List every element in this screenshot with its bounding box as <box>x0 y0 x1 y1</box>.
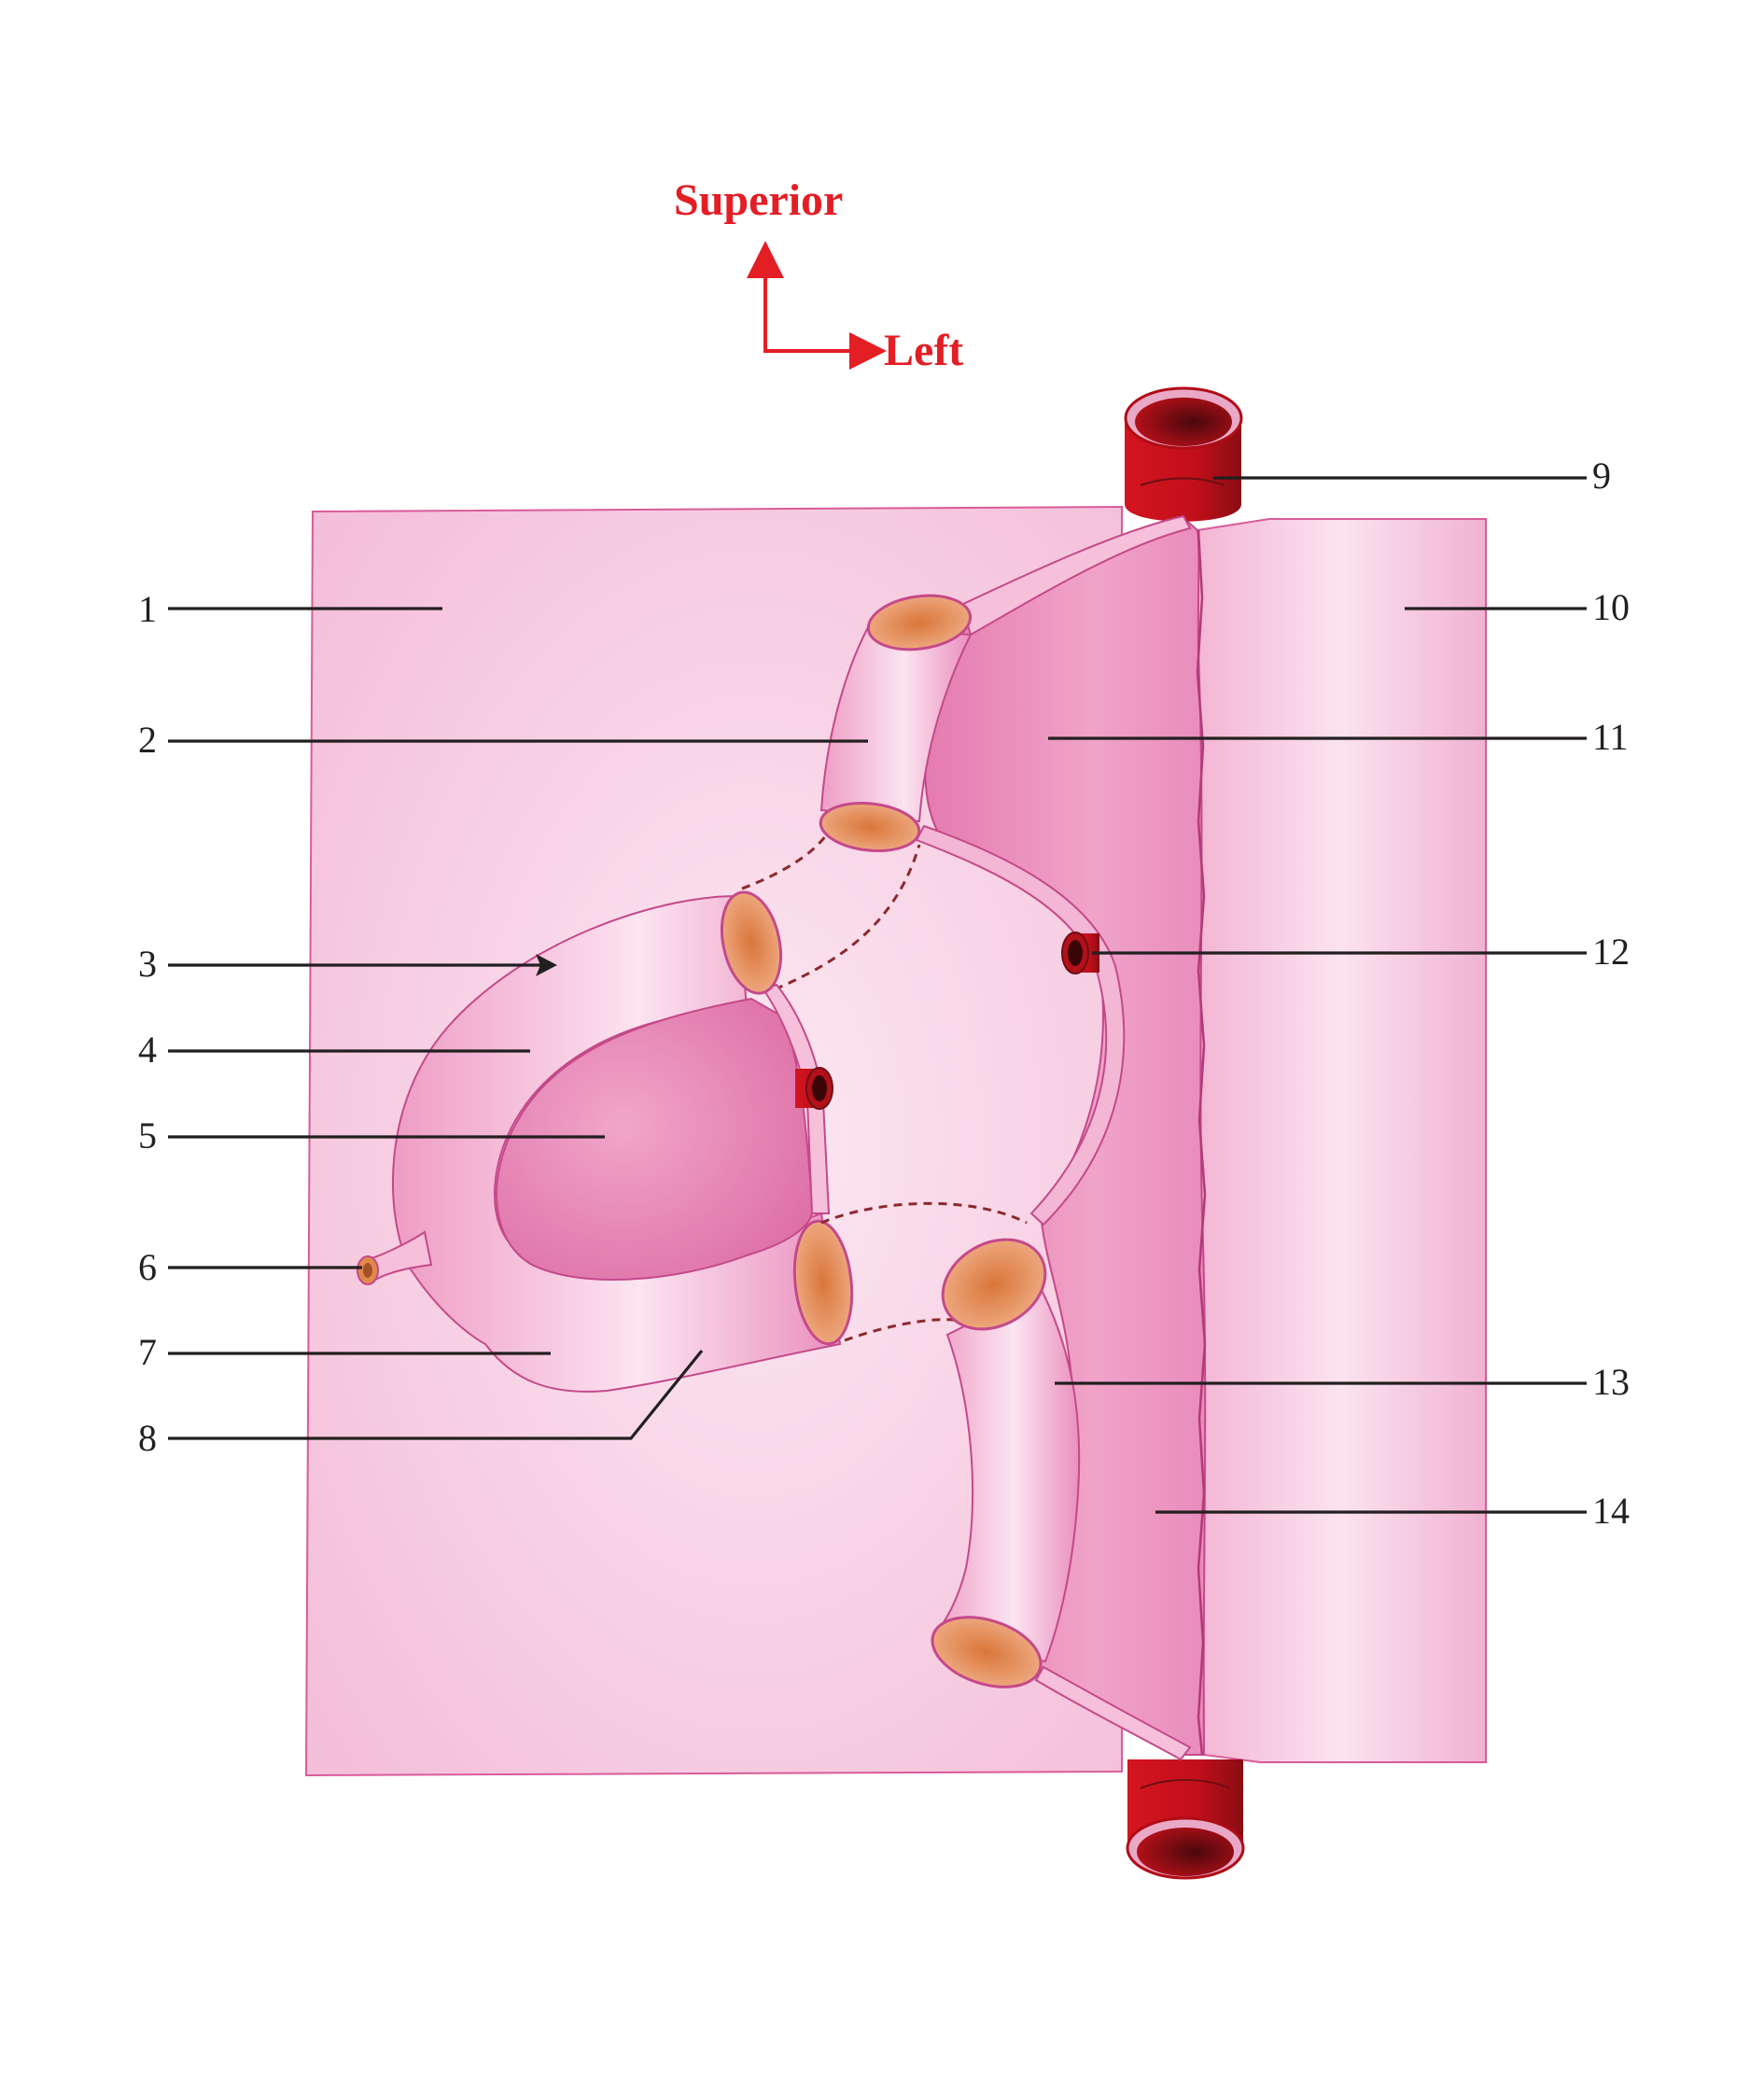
label-1: 1 <box>138 588 157 630</box>
dashed-continuity-lower-2 <box>844 1318 962 1342</box>
dashed-continuity-upper-1 <box>741 834 828 890</box>
lower-cut-top <box>941 1238 1047 1331</box>
label-14: 14 <box>1592 1490 1630 1532</box>
superior-label: Superior <box>674 175 843 225</box>
label-2: 2 <box>138 719 157 761</box>
bottom-vessel <box>1126 1759 1245 1880</box>
small-duct-6 <box>357 1230 433 1285</box>
top-vessel <box>1124 386 1243 522</box>
label-9: 9 <box>1592 455 1611 497</box>
label-3: 3 <box>138 943 157 985</box>
lower-mesentery-band <box>1034 1665 1192 1761</box>
leader-8 <box>168 1349 704 1440</box>
label-6: 6 <box>138 1246 157 1288</box>
label-7: 7 <box>138 1331 157 1373</box>
loop-tube <box>391 894 842 1393</box>
right-peritoneal-sheet <box>1196 518 1487 1763</box>
upper-cut-top <box>866 594 973 652</box>
lower-cut-bottom <box>931 1616 1043 1689</box>
upper-tube-segment <box>819 625 973 823</box>
small-vessel-inner <box>795 1067 833 1110</box>
small-vessel-12 <box>1061 932 1099 974</box>
torn-edge <box>1196 529 1207 1756</box>
loop-cut-top <box>721 890 782 995</box>
label-11: 11 <box>1592 716 1629 758</box>
orientation-indicator: Superior Left <box>674 175 963 375</box>
label-8: 8 <box>138 1417 157 1459</box>
mesenteric-stalk <box>915 824 1126 1226</box>
label-4: 4 <box>138 1029 157 1071</box>
loop-cut-bottom <box>792 1219 854 1346</box>
label-10: 10 <box>1592 586 1630 628</box>
upper-mesentery-band <box>959 514 1192 637</box>
label-12: 12 <box>1592 931 1630 973</box>
inner-stalk <box>762 983 831 1214</box>
dashed-continuity-upper-2 <box>774 844 921 991</box>
left-label: Left <box>884 326 963 375</box>
dashed-continuity-lower-1 <box>820 1201 1028 1225</box>
lower-tube-segment <box>931 1286 1081 1663</box>
upper-cut-bottom <box>819 802 921 852</box>
label-5: 5 <box>138 1114 157 1156</box>
leader-3-arrowhead <box>536 954 557 976</box>
label-13: 13 <box>1592 1361 1630 1403</box>
